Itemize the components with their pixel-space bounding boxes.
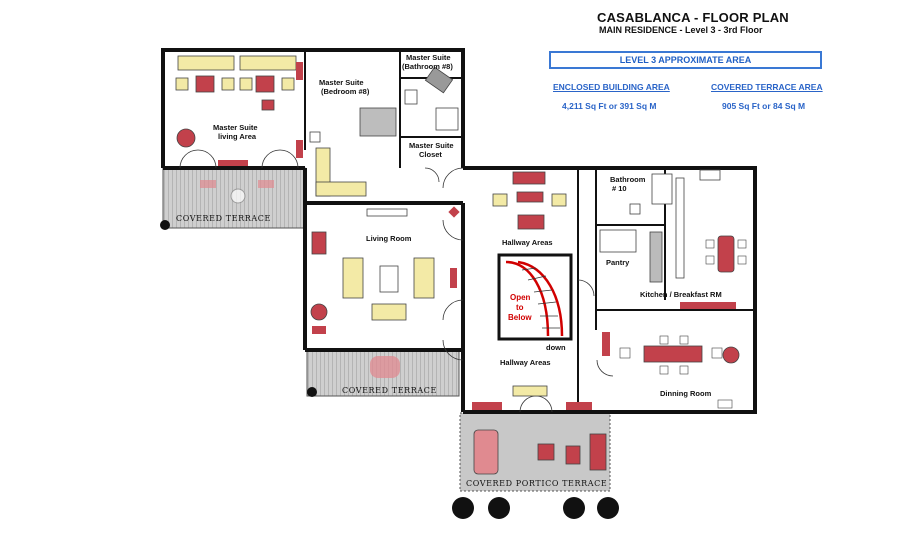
bath8-fixtures — [404, 66, 459, 131]
open-label-3: Below — [508, 313, 532, 322]
area-summary-box: LEVEL 3 APPROXIMATE AREA — [549, 51, 822, 69]
room-label-suite-living-2: living Area — [218, 132, 257, 141]
room-label-pantry: Pantry — [606, 258, 630, 267]
open-label-1: Open — [510, 293, 531, 302]
plan-title: CASABLANCA - FLOOR PLAN — [597, 10, 789, 25]
room-label-hallway-bottom: Hallway Areas — [500, 358, 551, 367]
room-label-living-room: Living Room — [366, 234, 412, 243]
hallway-top-furniture — [492, 171, 567, 230]
room-label-kitchen: Kitchen / Breakfast RM — [640, 290, 722, 299]
room-label-bedroom-2: (Bedroom #8) — [321, 87, 370, 96]
kitchen-furniture — [675, 177, 747, 309]
terrace-left-table — [370, 356, 400, 378]
open-to-below — [497, 253, 573, 341]
hallway-bottom-furniture — [472, 385, 592, 410]
terrace-top-label: COVERED TERRACE — [176, 214, 271, 223]
bedroom-furniture — [309, 107, 397, 197]
stairs-down-label: down — [546, 343, 566, 352]
enclosed-area-value: 4,211 Sq Ft or 391 Sq M — [562, 101, 657, 111]
terrace-left-label: COVERED TERRACE — [342, 386, 437, 395]
bath10-fixtures — [599, 169, 721, 283]
room-label-dining: Dinning Room — [660, 389, 712, 398]
terrace-portico-label: COVERED PORTICO TERRACE — [466, 479, 607, 488]
open-label-2: to — [516, 303, 524, 312]
room-label-bedroom-1: Master Suite — [319, 78, 364, 87]
room-label-hallway-top: Hallway Areas — [502, 238, 553, 247]
room-label-bath8-2: (Bathroom #8) — [402, 62, 453, 71]
enclosed-area-label: ENCLOSED BUILDING AREA — [553, 82, 670, 92]
living-room-furniture — [310, 206, 460, 334]
dining-furniture — [602, 332, 740, 409]
terrace-area-label: COVERED TERRACE AREA — [711, 82, 823, 92]
room-label-bath10-1: Bathroom — [610, 175, 646, 184]
room-label-bath8-1: Master Suite — [406, 53, 451, 62]
door-swings — [179, 149, 614, 413]
exterior-walls — [161, 48, 757, 414]
room-label-suite-living-1: Master Suite — [213, 123, 258, 132]
portico-furniture — [473, 429, 607, 475]
terrace-area-value: 905 Sq Ft or 84 Sq M — [722, 101, 806, 111]
plan-subtitle: MAIN RESIDENCE - Level 3 - 3rd Floor — [599, 25, 763, 35]
room-label-bath10-2: # 10 — [612, 184, 627, 193]
suite-living-furniture — [175, 55, 303, 166]
terrace-top-furniture — [200, 180, 274, 204]
room-label-closet-2: Closet — [419, 150, 442, 159]
room-label-closet-1: Master Suite — [409, 141, 454, 150]
